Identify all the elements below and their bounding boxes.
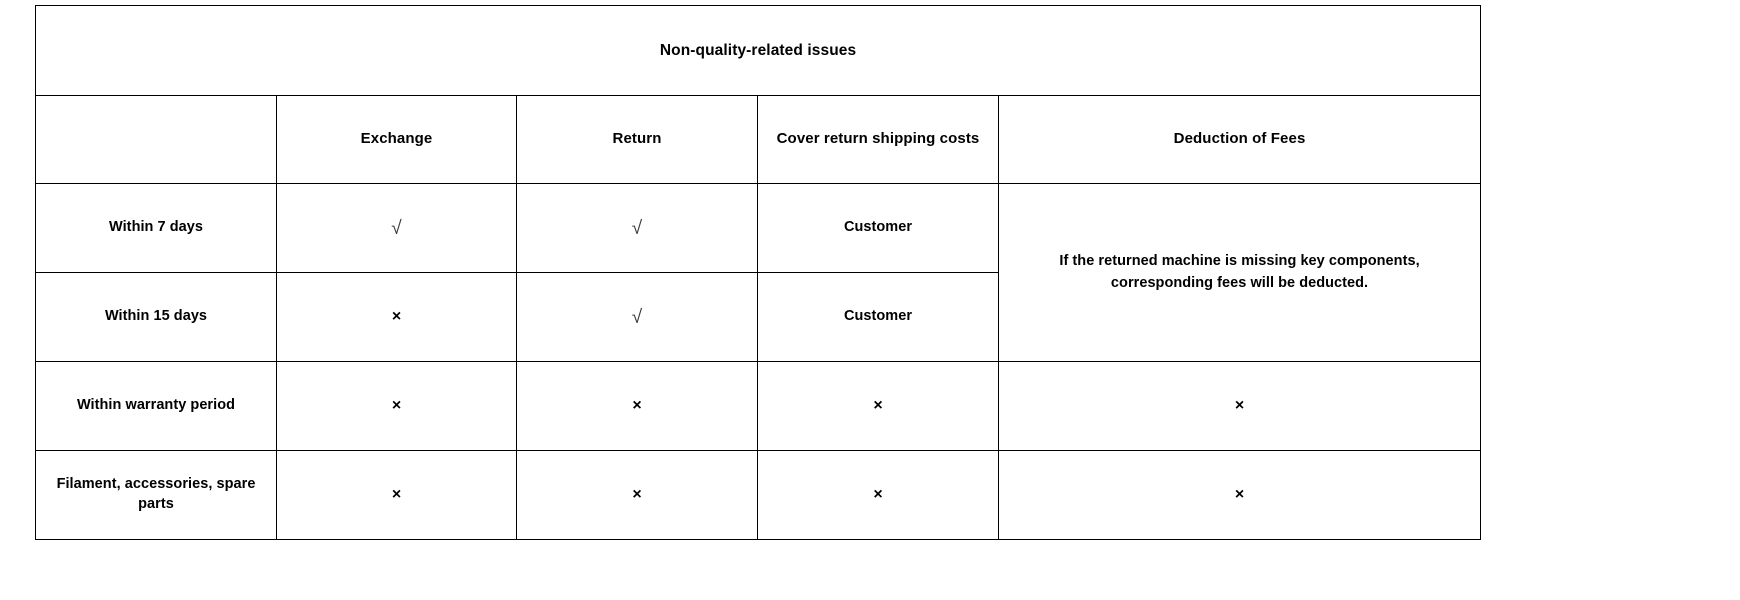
cell-exchange-within-7-days: √ — [276, 183, 517, 273]
cross-icon: × — [1234, 397, 1245, 414]
cross-icon: × — [632, 397, 642, 414]
shipping-payer-text: Customer — [843, 219, 913, 236]
cross-icon: × — [873, 397, 883, 414]
table-title-cell: Non-quality-related issues — [34, 5, 1482, 96]
cell-return-filament: × — [516, 450, 758, 540]
cell-exchange-within-warranty-period: × — [276, 361, 517, 451]
table-row: Filament, accessories, spare parts × × ×… — [35, 450, 1482, 540]
table-row: Within warranty period × × × × — [35, 361, 1482, 451]
table-row: Within 15 days × √ Customer — [35, 272, 1481, 362]
row-label-within-7-days: Within 7 days — [35, 183, 277, 273]
header-label-fees: Deduction of Fees — [1173, 130, 1306, 148]
cross-icon: × — [391, 486, 402, 503]
cross-icon: × — [391, 308, 402, 325]
cell-return-within-warranty-period: × — [516, 361, 758, 451]
header-cell-fees: Deduction of Fees — [997, 95, 1482, 184]
cell-return-within-15-days: √ — [516, 272, 758, 362]
page-title: Non-quality-related issues — [659, 41, 857, 59]
shipping-payer-text: Customer — [843, 308, 913, 325]
header-cell-exchange: Exchange — [276, 95, 517, 184]
header-label-exchange: Exchange — [360, 130, 433, 148]
row-label-text: Filament, accessories, spare parts — [56, 476, 256, 512]
cross-icon: × — [632, 486, 642, 503]
check-icon: √ — [391, 217, 402, 239]
check-icon: √ — [631, 306, 643, 328]
check-icon: √ — [631, 217, 643, 239]
cross-icon: × — [1234, 486, 1245, 503]
table-header-row: Exchange Return Cover return shipping co… — [35, 95, 1482, 184]
cell-shipping-within-7-days: Customer — [757, 183, 999, 273]
row-label-within-15-days: Within 15 days — [35, 272, 277, 362]
cell-shipping-within-warranty-period: × — [757, 361, 999, 451]
header-cell-shipping: Cover return shipping costs — [757, 95, 999, 184]
cell-fees-merged-note: If the returned machine is missing key c… — [997, 183, 1482, 362]
cell-exchange-within-15-days: × — [276, 272, 517, 362]
cell-shipping-within-15-days: Customer — [757, 272, 999, 362]
header-label-shipping: Cover return shipping costs — [776, 130, 980, 148]
cell-return-within-7-days: √ — [516, 183, 758, 273]
header-label-return: Return — [612, 130, 662, 148]
return-policy-table: Non-quality-related issues Exchange Retu… — [34, 5, 1482, 540]
cell-exchange-filament: × — [276, 450, 517, 540]
header-cell-scenario — [35, 95, 277, 184]
row-label-filament-accessories-spare-parts: Filament, accessories, spare parts — [35, 450, 277, 540]
fees-note-text: If the returned machine is missing key c… — [1059, 253, 1420, 291]
cross-icon: × — [391, 397, 402, 414]
cell-fees-within-warranty-period: × — [997, 361, 1482, 451]
table-row: Within 7 days √ √ Customer If the return… — [35, 183, 1482, 362]
cell-shipping-filament: × — [757, 450, 999, 540]
cell-fees-filament: × — [997, 450, 1482, 540]
cross-icon: × — [873, 486, 883, 503]
header-cell-return: Return — [516, 95, 758, 184]
row-label-text: Within 15 days — [104, 308, 208, 325]
table-title-row: Non-quality-related issues — [34, 5, 1482, 96]
row-label-text: Within 7 days — [109, 219, 203, 236]
row-label-text: Within warranty period — [76, 397, 236, 414]
row-label-within-warranty-period: Within warranty period — [35, 361, 277, 451]
